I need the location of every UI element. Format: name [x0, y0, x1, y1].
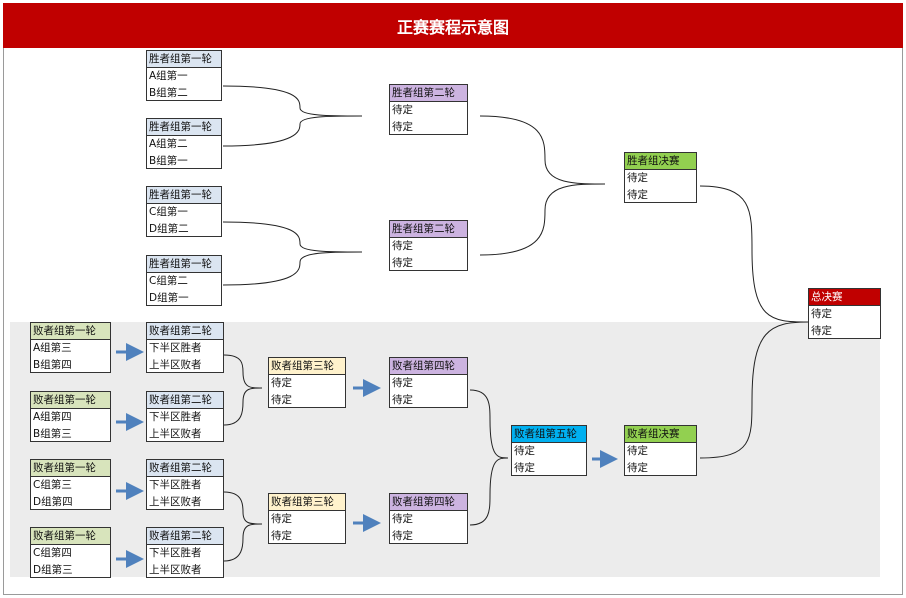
match-team-1: 待定: [392, 104, 413, 116]
match-team-2: 待定: [811, 325, 832, 337]
match-winners-round2-1: 胜者组第二轮 待定 待定: [389, 84, 468, 135]
match-head: 败者组第五轮: [512, 426, 586, 443]
match-head: 总决赛: [809, 289, 880, 306]
match-head: 胜者组第一轮: [147, 51, 221, 68]
match-losers-round1-1: 败者组第一轮 A组第三 B组第四: [30, 322, 111, 373]
match-team-2: 待定: [392, 257, 413, 269]
match-team-1: 待定: [627, 445, 648, 457]
match-team-1: A组第一: [149, 70, 188, 82]
connector-lf-gf: [699, 321, 809, 459]
match-losers-round3-1: 败者组第三轮 待定 待定: [268, 357, 346, 408]
match-grand-final: 总决赛 待定 待定: [808, 288, 881, 339]
match-winners-final: 胜者组决赛 待定 待定: [624, 152, 697, 203]
match-head: 败者组第一轮: [31, 323, 110, 340]
match-losers-round2-4: 败者组第二轮 下半区胜者 上半区败者: [146, 527, 224, 578]
match-head: 胜者组第一轮: [147, 256, 221, 273]
match-losers-round2-2: 败者组第二轮 下半区胜者 上半区败者: [146, 391, 224, 442]
match-winners-round1-2: 胜者组第一轮 A组第二 B组第一: [146, 118, 222, 169]
match-losers-round2-1: 败者组第二轮 下半区胜者 上半区败者: [146, 322, 224, 373]
match-team-2: B组第四: [33, 359, 72, 371]
match-head: 败者组第二轮: [147, 528, 223, 545]
match-winners-round1-4: 胜者组第一轮 C组第二 D组第一: [146, 255, 222, 306]
match-head: 败者组决赛: [625, 426, 696, 443]
match-winners-round1-3: 胜者组第一轮 C组第一 D组第二: [146, 186, 222, 237]
match-head: 胜者组第二轮: [390, 221, 467, 238]
match-team-2: D组第一: [149, 292, 189, 304]
match-losers-final: 败者组决赛 待定 待定: [624, 425, 697, 476]
match-head: 败者组第二轮: [147, 323, 223, 340]
connector-l4: [469, 389, 509, 526]
match-head: 胜者组第二轮: [390, 85, 467, 102]
match-team-2: D组第三: [33, 564, 73, 576]
match-team-1: 待定: [392, 377, 413, 389]
match-team-2: D组第二: [149, 223, 189, 235]
match-team-1: A组第三: [33, 342, 72, 354]
match-team-1: C组第三: [33, 479, 72, 491]
match-head: 败者组第一轮: [31, 392, 110, 409]
match-losers-round4-2: 败者组第四轮 待定 待定: [389, 493, 468, 544]
match-head: 胜者组第一轮: [147, 119, 221, 136]
match-head: 败者组第三轮: [269, 494, 345, 511]
match-team-1: C组第四: [33, 547, 72, 559]
match-losers-round1-3: 败者组第一轮 C组第三 D组第四: [30, 459, 111, 510]
match-team-2: 上半区败者: [149, 359, 202, 371]
connector-l2-bottom: [223, 491, 263, 562]
match-team-1: 待定: [392, 513, 413, 525]
page-title: 正赛赛程示意图: [3, 3, 903, 48]
match-team-1: 待定: [271, 377, 292, 389]
connector-w1-bottom: [222, 221, 363, 286]
match-team-2: 待定: [271, 394, 292, 406]
match-team-2: 上半区败者: [149, 428, 202, 440]
match-team-2: 上半区败者: [149, 496, 202, 508]
match-team-1: 待定: [271, 513, 292, 525]
match-losers-round3-2: 败者组第三轮 待定 待定: [268, 493, 346, 544]
match-head: 败者组第二轮: [147, 392, 223, 409]
match-head: 败者组第三轮: [269, 358, 345, 375]
match-losers-round1-2: 败者组第一轮 A组第四 B组第三: [30, 391, 111, 442]
match-winners-round1-1: 胜者组第一轮 A组第一 B组第二: [146, 50, 222, 101]
match-losers-round2-3: 败者组第二轮 下半区胜者 上半区败者: [146, 459, 224, 510]
match-head: 胜者组决赛: [625, 153, 696, 170]
match-team-1: 待定: [514, 445, 535, 457]
match-team-2: 待定: [392, 394, 413, 406]
match-team-1: 下半区胜者: [149, 342, 202, 354]
match-team-2: 待定: [271, 530, 292, 542]
match-team-1: 待定: [811, 308, 832, 320]
match-team-1: 待定: [392, 240, 413, 252]
match-losers-round1-4: 败者组第一轮 C组第四 D组第三: [30, 527, 111, 578]
match-team-2: 待定: [392, 121, 413, 133]
match-team-2: B组第三: [33, 428, 72, 440]
match-winners-round2-2: 胜者组第二轮 待定 待定: [389, 220, 468, 271]
match-team-2: 待定: [627, 189, 648, 201]
connector-w1-top: [222, 85, 363, 147]
match-team-1: A组第四: [33, 411, 72, 423]
match-head: 败者组第四轮: [390, 494, 467, 511]
match-team-1: A组第二: [149, 138, 188, 150]
match-team-1: 下半区胜者: [149, 479, 202, 491]
match-team-2: 待定: [514, 462, 535, 474]
match-team-2: 待定: [627, 462, 648, 474]
match-head: 胜者组第一轮: [147, 187, 221, 204]
match-losers-round5: 败者组第五轮 待定 待定: [511, 425, 587, 476]
match-team-2: B组第一: [149, 155, 188, 167]
match-team-2: B组第二: [149, 87, 188, 99]
match-team-1: C组第一: [149, 206, 188, 218]
match-team-1: 下半区胜者: [149, 411, 202, 423]
match-team-1: 下半区胜者: [149, 547, 202, 559]
match-team-2: 上半区败者: [149, 564, 202, 576]
match-losers-round4-1: 败者组第四轮 待定 待定: [389, 357, 468, 408]
match-head: 败者组第一轮: [31, 528, 110, 545]
match-team-1: 待定: [627, 172, 648, 184]
match-team-2: 待定: [392, 530, 413, 542]
connector-wf-gf: [699, 185, 809, 323]
match-head: 败者组第一轮: [31, 460, 110, 477]
match-team-1: C组第二: [149, 275, 188, 287]
connector-w2: [479, 115, 606, 256]
connector-l2-top: [223, 354, 263, 426]
match-team-2: D组第四: [33, 496, 73, 508]
match-head: 败者组第四轮: [390, 358, 467, 375]
match-head: 败者组第二轮: [147, 460, 223, 477]
